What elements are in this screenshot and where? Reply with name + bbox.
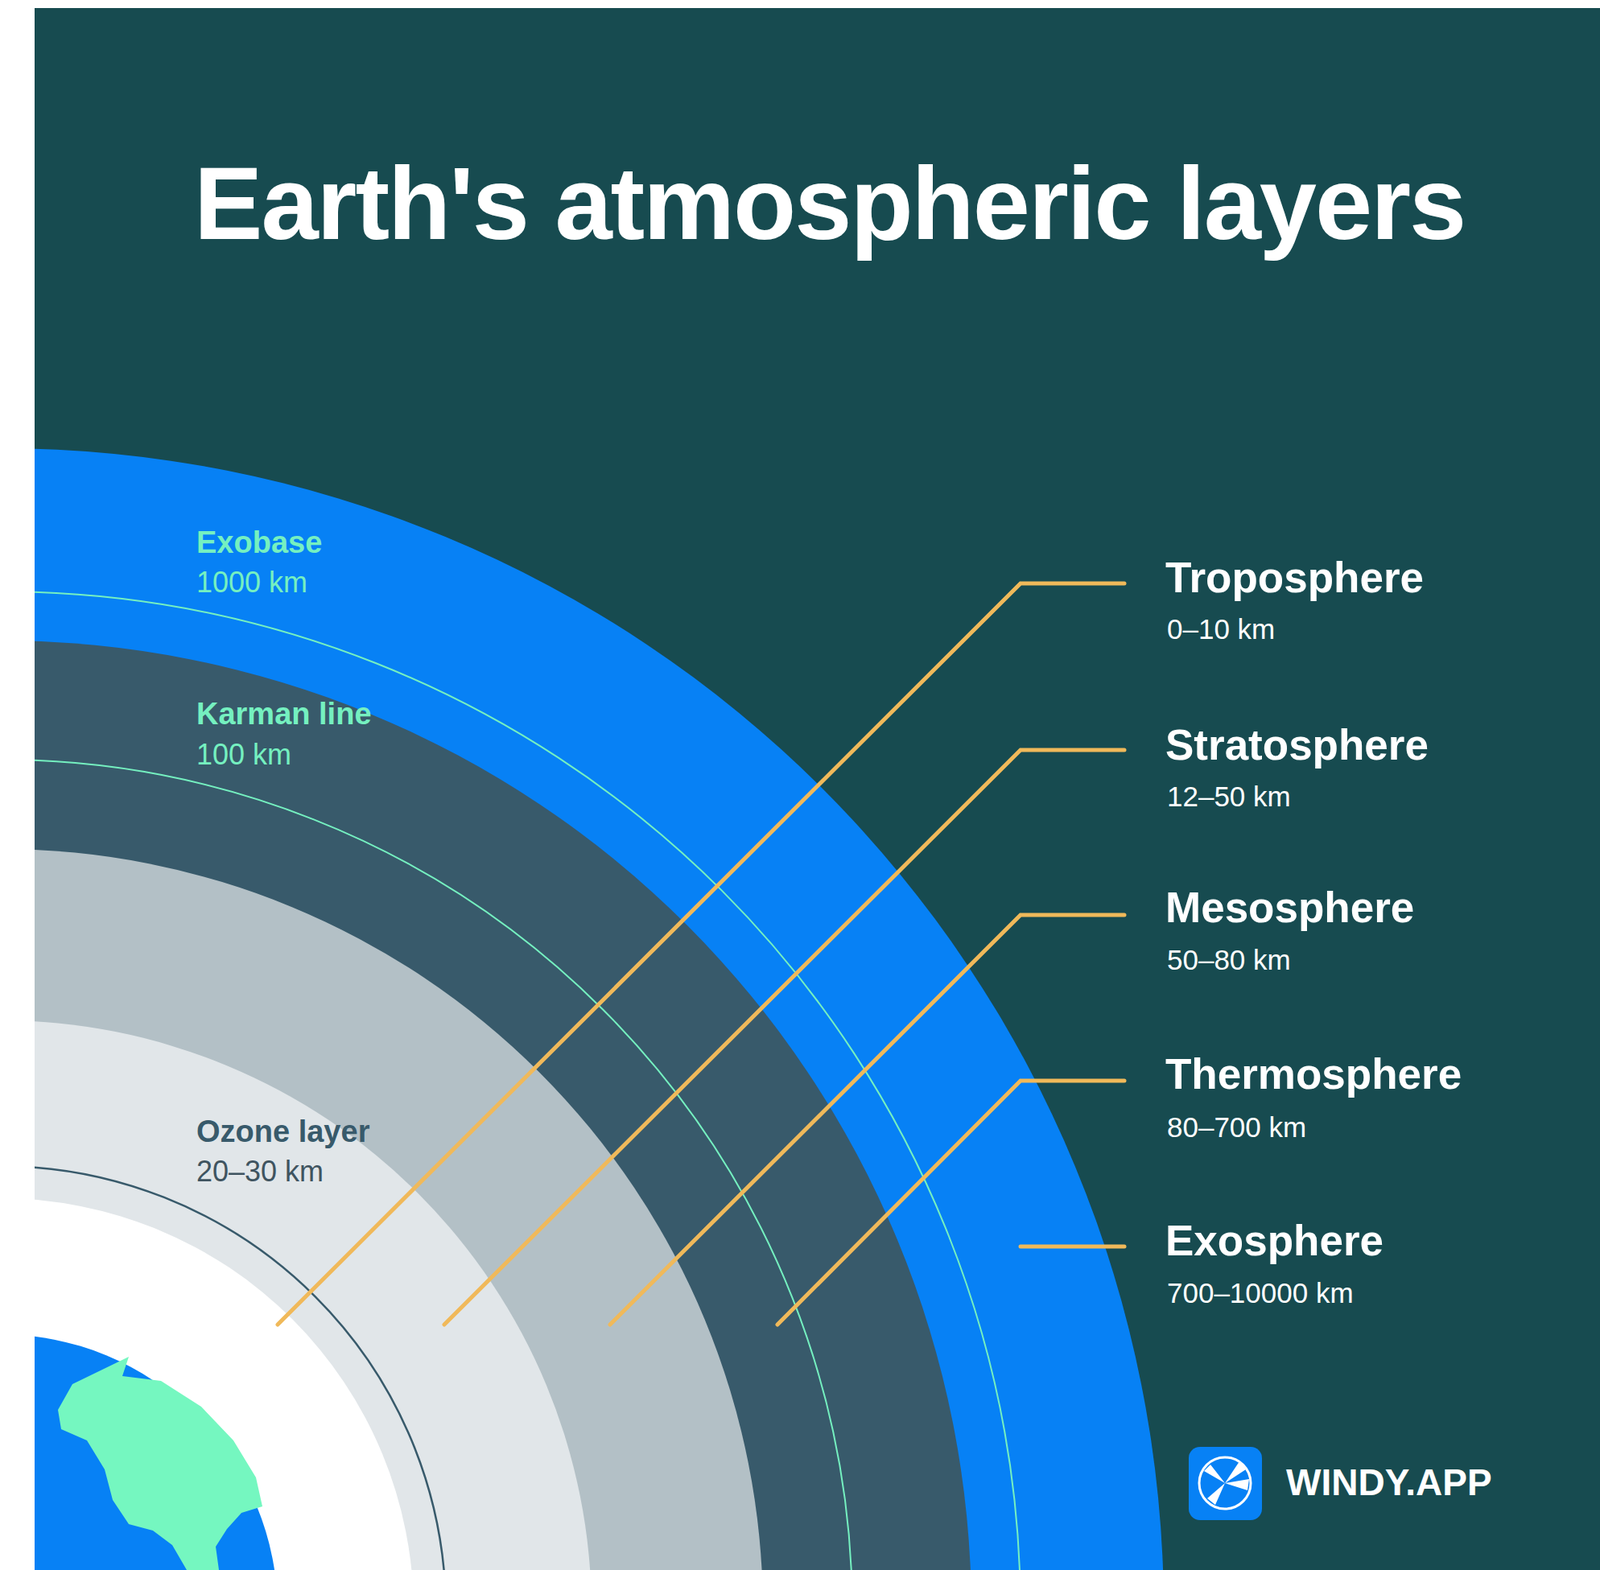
- leader-line: [1020, 1245, 1125, 1250]
- leader-lines: [277, 583, 1125, 1325]
- ozone-line: [34, 1166, 446, 1570]
- troposphere-band: [34, 1198, 414, 1570]
- layer-name: Exosphere: [1165, 1216, 1384, 1266]
- layer-name: Troposphere: [1165, 553, 1424, 603]
- line-label: Ozone layer: [196, 1114, 370, 1151]
- layer-range: 0–10 km: [1167, 613, 1275, 646]
- logo-square: [1188, 1447, 1262, 1521]
- leader-line: [610, 915, 1125, 1325]
- line-label: Exobase: [196, 525, 322, 561]
- logo-ring: [1199, 1457, 1251, 1510]
- layer-range: 700–10000 km: [1167, 1277, 1354, 1310]
- layer-range: 50–80 km: [1167, 944, 1291, 977]
- mesosphere-band: [34, 849, 763, 1570]
- continent: [57, 1356, 263, 1570]
- layer-name: Stratosphere: [1165, 721, 1429, 771]
- logo-rose: [1204, 1461, 1250, 1506]
- title: Earth's atmospheric layers: [193, 143, 1482, 264]
- line-value: 100 km: [196, 738, 292, 772]
- leader-line: [777, 1080, 1125, 1325]
- layer-range: 12–50 km: [1167, 780, 1291, 813]
- watermark: WINDY.APP: [1286, 1461, 1493, 1505]
- layer-name: Mesosphere: [1165, 883, 1415, 933]
- layer-range: 80–700 km: [1167, 1111, 1307, 1144]
- earth-circle: [34, 1334, 278, 1570]
- exosphere-band: [34, 448, 1164, 1570]
- layer-name: Thermosphere: [1165, 1050, 1462, 1100]
- karman-line: [34, 759, 853, 1570]
- exobase-line: [34, 591, 1021, 1570]
- stratosphere-band: [34, 1020, 592, 1570]
- leader-line: [277, 583, 1125, 1325]
- leader-line: [444, 750, 1125, 1325]
- logo-icon: [1188, 1447, 1262, 1521]
- line-label: Karman line: [196, 696, 372, 733]
- line-value: 1000 km: [196, 565, 308, 599]
- line-value: 20–30 km: [196, 1154, 324, 1188]
